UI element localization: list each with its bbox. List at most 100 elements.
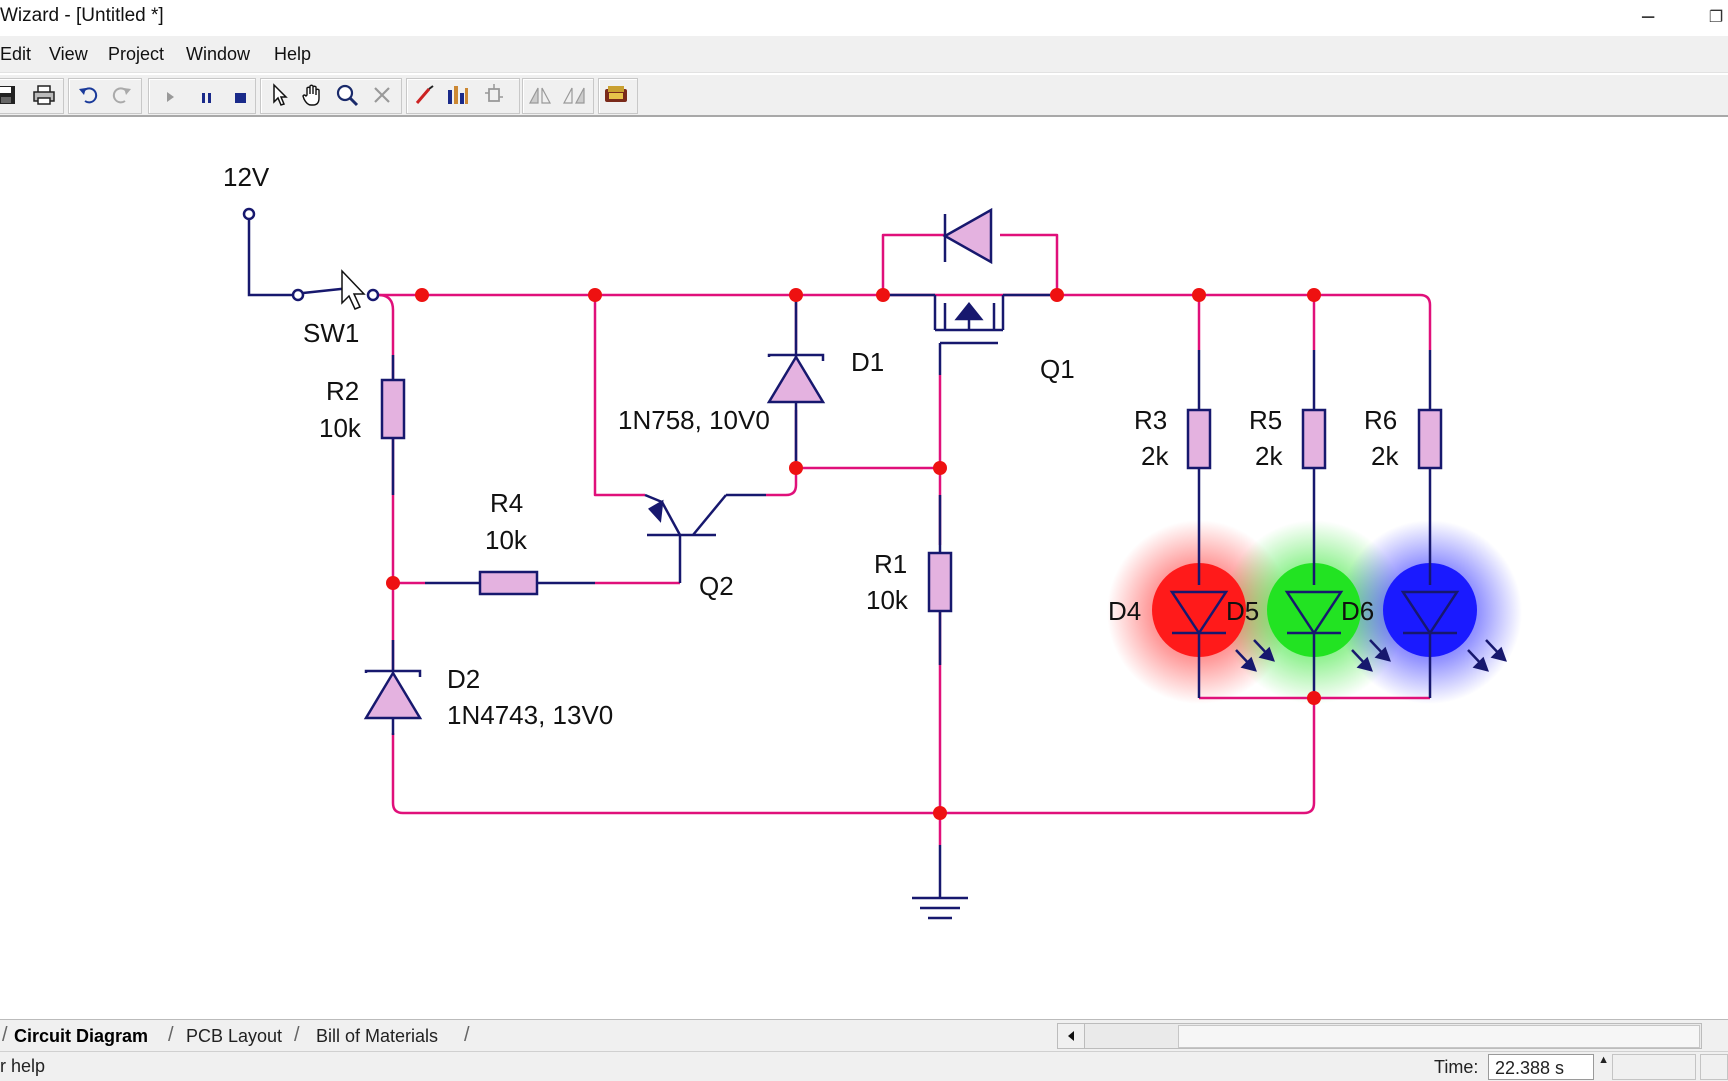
- tab-separator: /: [464, 1024, 470, 1046]
- mosfet-q1[interactable]: [883, 293, 1057, 375]
- led-d4[interactable]: [1169, 590, 1275, 698]
- r6-value-label: 2k: [1371, 441, 1399, 471]
- resistor-r1[interactable]: [927, 495, 953, 665]
- transistor-q2[interactable]: [644, 493, 766, 583]
- zener-diode-d1[interactable]: [766, 295, 826, 468]
- minimize-button[interactable]: ─: [1641, 5, 1655, 29]
- undo-icon[interactable]: [74, 82, 102, 108]
- horizontal-scrollbar[interactable]: [1057, 1023, 1702, 1049]
- d1-name-label: D1: [851, 347, 884, 377]
- led-d6[interactable]: [1400, 590, 1507, 698]
- time-label: Time:: [1434, 1057, 1479, 1077]
- tab-separator: /: [168, 1024, 174, 1046]
- d6-name-label: D6: [1341, 596, 1374, 626]
- print-icon[interactable]: [30, 82, 58, 108]
- menu-bar: Edit View Project Window Help: [0, 36, 1728, 73]
- run-icon[interactable]: [156, 82, 184, 108]
- resistor-r2[interactable]: [380, 355, 406, 495]
- resistor-r6[interactable]: [1417, 350, 1443, 585]
- stop-icon[interactable]: [226, 82, 254, 108]
- switch-sw1[interactable]: [291, 286, 380, 302]
- q2-name-label: Q2: [699, 571, 734, 601]
- gallery-group: [598, 78, 638, 114]
- toolbar: [0, 75, 1728, 117]
- component-icon[interactable]: [480, 82, 508, 108]
- tab-pcb-layout[interactable]: PCB Layout: [186, 1026, 283, 1046]
- flip-vertical-icon[interactable]: [560, 82, 588, 108]
- r5-name-label: R5: [1249, 405, 1282, 435]
- resistor-r5[interactable]: [1301, 350, 1327, 585]
- menu-help[interactable]: Help: [274, 44, 312, 64]
- graph-icon[interactable]: [444, 82, 472, 108]
- tools-group: [260, 78, 402, 114]
- tab-separator: /: [294, 1024, 300, 1046]
- status-bar: r help Time: 22.388 s ▲: [0, 1051, 1728, 1081]
- tab-bill-of-materials[interactable]: Bill of Materials: [316, 1026, 439, 1046]
- r2-name-label: R2: [326, 376, 359, 406]
- status-panel: [1612, 1054, 1696, 1080]
- gallery-icon[interactable]: [602, 82, 630, 108]
- document-tab-bar: / Circuit Diagram / PCB Layout / Bill of…: [0, 1019, 1728, 1052]
- menu-project[interactable]: Project: [108, 44, 165, 64]
- transform-group: [522, 78, 594, 114]
- status-panel: [1700, 1054, 1728, 1080]
- resistor-r4[interactable]: [425, 570, 595, 596]
- sw1-label: SW1: [303, 318, 359, 348]
- zener-diode-d2[interactable]: [363, 640, 423, 735]
- r2-value-label: 10k: [319, 413, 362, 443]
- restore-button[interactable]: ❐: [1708, 7, 1724, 26]
- pointer-icon[interactable]: [266, 82, 294, 108]
- d2-name-label: D2: [447, 664, 480, 694]
- d5-name-label: D5: [1226, 596, 1259, 626]
- components: [242, 207, 1507, 920]
- window-title: Wizard - [Untitled *]: [0, 5, 164, 26]
- component-labels: 12V SW1 R2 10k R4 10k D1 1N758, 10V0 Q2 …: [223, 162, 1399, 730]
- chevron-left-icon: [1068, 1031, 1074, 1041]
- supply-terminal[interactable]: [242, 207, 293, 297]
- ground-symbol[interactable]: [912, 845, 968, 920]
- r3-name-label: R3: [1134, 405, 1167, 435]
- r1-value-label: 10k: [866, 585, 909, 615]
- status-help-text: r help: [0, 1056, 46, 1076]
- title-bar: Wizard - [Untitled *] ─ ❐: [0, 0, 1728, 34]
- file-group: [0, 78, 64, 114]
- menu-edit[interactable]: Edit: [0, 44, 32, 64]
- r4-value-label: 10k: [485, 525, 528, 555]
- flip-horizontal-icon[interactable]: [526, 82, 554, 108]
- mouse-cursor: [341, 269, 366, 310]
- pause-icon[interactable]: [192, 82, 220, 108]
- hand-icon[interactable]: [298, 82, 326, 108]
- menu-window[interactable]: Window: [186, 44, 251, 64]
- zoom-icon[interactable]: [333, 82, 361, 108]
- d1-part-label: 1N758, 10V0: [618, 405, 770, 435]
- resistor-r3[interactable]: [1186, 350, 1212, 585]
- tab-separator: /: [2, 1024, 8, 1046]
- probe-icon[interactable]: [410, 82, 438, 108]
- r5-value-label: 2k: [1255, 441, 1283, 471]
- schematic[interactable]: 12V SW1 R2 10k R4 10k D1 1N758, 10V0 Q2 …: [0, 117, 1728, 1019]
- edit-group: [68, 78, 142, 114]
- d4-name-label: D4: [1108, 596, 1141, 626]
- scroll-thumb[interactable]: [1178, 1025, 1700, 1048]
- r6-name-label: R6: [1364, 405, 1397, 435]
- r1-name-label: R1: [874, 549, 907, 579]
- led-d5[interactable]: [1284, 590, 1391, 698]
- d2-part-label: 1N4743, 13V0: [447, 700, 613, 730]
- r3-value-label: 2k: [1141, 441, 1169, 471]
- circuit-canvas[interactable]: 12V SW1 R2 10k R4 10k D1 1N758, 10V0 Q2 …: [0, 117, 1728, 1019]
- q1-name-label: Q1: [1040, 354, 1075, 384]
- supply-label: 12V: [223, 162, 270, 192]
- redo-icon[interactable]: [108, 82, 136, 108]
- delete-icon[interactable]: [368, 82, 396, 108]
- time-field[interactable]: 22.388 s ▲: [1488, 1054, 1609, 1080]
- menu-view[interactable]: View: [49, 44, 88, 64]
- scroll-left-button[interactable]: [1058, 1024, 1085, 1048]
- tab-circuit-diagram[interactable]: Circuit Diagram: [14, 1026, 149, 1046]
- save-icon[interactable]: [0, 82, 20, 108]
- junction-nodes: [386, 288, 1321, 820]
- spin-up-icon[interactable]: ▲: [1598, 1054, 1609, 1066]
- r4-name-label: R4: [490, 488, 523, 518]
- time-value: 22.388 s: [1495, 1058, 1565, 1078]
- body-diode[interactable]: [942, 207, 993, 265]
- simulation-group: [148, 78, 256, 114]
